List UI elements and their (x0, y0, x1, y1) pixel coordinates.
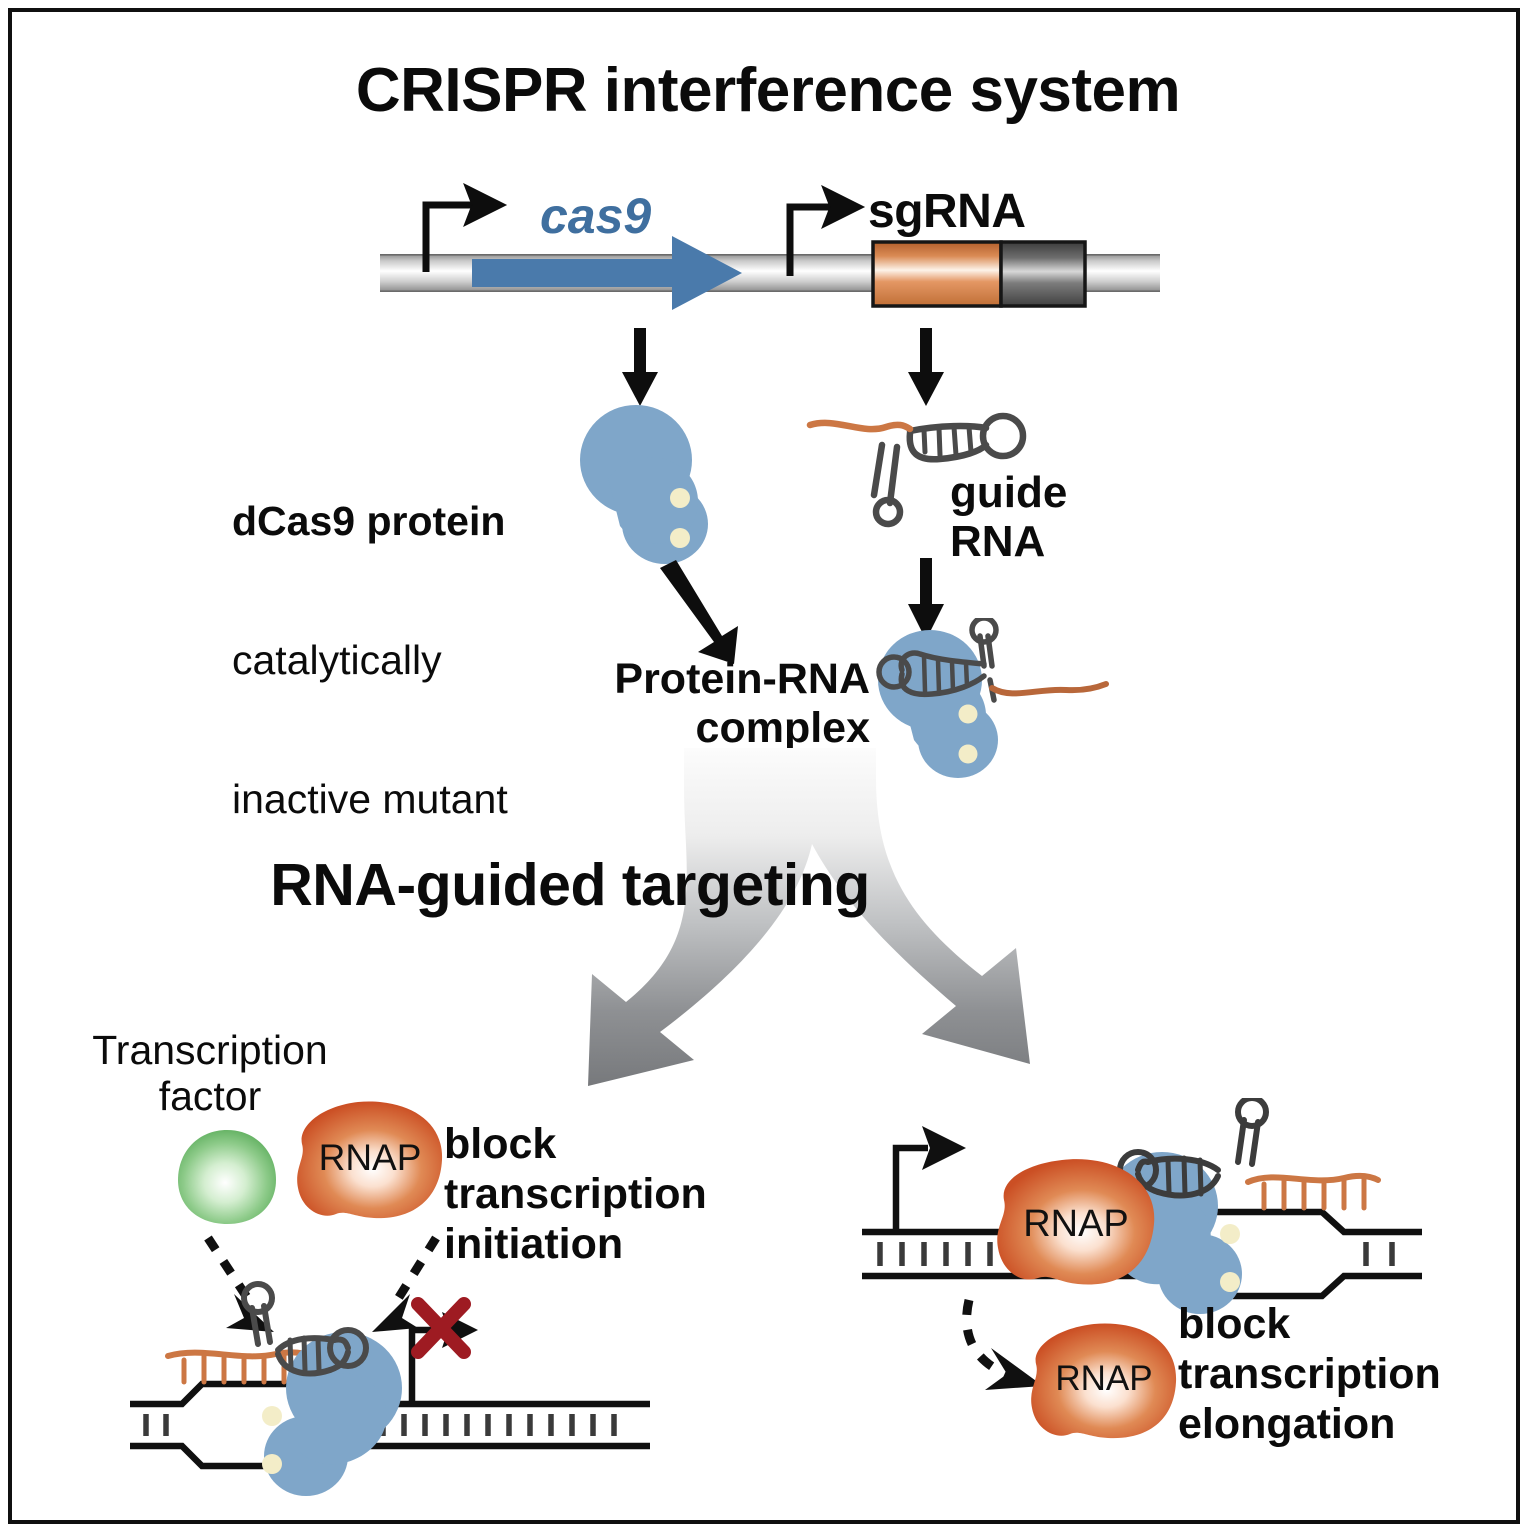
complex-active-site-dot (958, 744, 978, 764)
block-init-line2: transcription (444, 1169, 707, 1218)
bound-active-site-dot (1220, 1272, 1240, 1292)
complex-line2: complex (695, 704, 870, 753)
figure-title: CRISPR interference system (355, 56, 1181, 125)
protein-rna-complex-label: Protein-RNA complex (552, 655, 870, 753)
bound-active-site-dot (262, 1406, 282, 1426)
guide-rna-spacer-tail (806, 419, 914, 433)
sgrna-gene-label: sgRNA (868, 185, 1026, 238)
dcas9-protein-title: dCas9 protein (232, 497, 506, 544)
guide-rna-hairpin (806, 412, 1027, 528)
rnap-free-text: RNAP (319, 1137, 422, 1178)
block-elong-line2: transcription (1178, 1349, 1441, 1398)
arrow-down-to-complex (908, 558, 944, 640)
protein-rna-complex (876, 618, 1109, 778)
transcription-factor-label: Transcription factor (60, 1027, 360, 1120)
dashed-arrow-rnap (372, 1235, 440, 1332)
guide-rna-label: guide RNA (950, 468, 1067, 567)
transcription-factor-blob (178, 1130, 276, 1224)
block-initiation-label: block transcription initiation (444, 1120, 707, 1270)
arrow-diagonal-to-complex (660, 560, 738, 664)
dcas9-protein-line3: inactive mutant (232, 775, 508, 822)
rnap-stalled-text: RNAP (1023, 1203, 1129, 1245)
block-init-line3: initiation (444, 1219, 624, 1268)
rnap-displaced-text: RNAP (1055, 1359, 1152, 1398)
block-elongation-label: block transcription elongation (1178, 1300, 1441, 1450)
dashed-arrow-rnap-displaced (962, 1298, 1043, 1390)
arrow-down-to-guide-rna (908, 328, 944, 406)
block-elong-line1: block (1178, 1300, 1291, 1348)
rnap-blob-free: RNAP (297, 1101, 443, 1219)
right-panel-dna-complex: RNAP (862, 1098, 1422, 1314)
cas9-gene-label: cas9 (540, 188, 652, 244)
active-promoter-arrow-right (892, 1126, 966, 1232)
cas9-gene-arrow (472, 236, 742, 310)
dcas9-protein-line2: catalytically (232, 636, 442, 683)
rnap-blob-stalled: RNAP (997, 1159, 1155, 1285)
complex-active-site-dot (958, 704, 978, 724)
block-init-line1: block (444, 1120, 557, 1168)
guide-rna-line1: guide (950, 468, 1068, 517)
bound-hairpin-left (241, 1281, 369, 1377)
blocked-x-marker (411, 1297, 471, 1359)
rna-dna-hybrid-right (1245, 1172, 1381, 1185)
tf-line1: Transcription (92, 1027, 328, 1073)
sgrna-spacer-box (871, 240, 1003, 308)
arrow-down-to-dcas9 (622, 328, 658, 406)
complex-line1: Protein-RNA (614, 655, 870, 703)
rna-guided-targeting-arrow (588, 748, 1030, 1086)
promoter-arrow-cas9-icon (422, 182, 508, 272)
promoter-arrow-sgrna-icon (786, 184, 866, 276)
complex-spacer-tail (989, 681, 1109, 697)
rnap-blob-displaced: RNAP (1031, 1323, 1177, 1439)
dcas9-protein-blob (580, 405, 708, 564)
dcas9-protein-label: dCas9 protein catalytically inactive mut… (232, 405, 562, 915)
dcas9-active-site-dot (670, 528, 690, 548)
left-panel-dna-complex (130, 1281, 650, 1496)
bound-active-site-dot (262, 1454, 282, 1474)
block-elong-line3: elongation (1178, 1399, 1396, 1448)
dcas9-active-site-dot (670, 488, 690, 508)
rna-guided-targeting-label: RNA-guided targeting (270, 852, 870, 918)
gene-construct-diagram (380, 182, 1160, 310)
bound-active-site-dot (1220, 1224, 1240, 1244)
dcas9-bound-left (262, 1332, 402, 1496)
sgrna-handle-box (999, 240, 1087, 308)
guide-rna-line2: RNA (950, 517, 1046, 567)
hybrid-base-pairs-right (1261, 1175, 1367, 1211)
tf-line2: factor (158, 1072, 262, 1119)
